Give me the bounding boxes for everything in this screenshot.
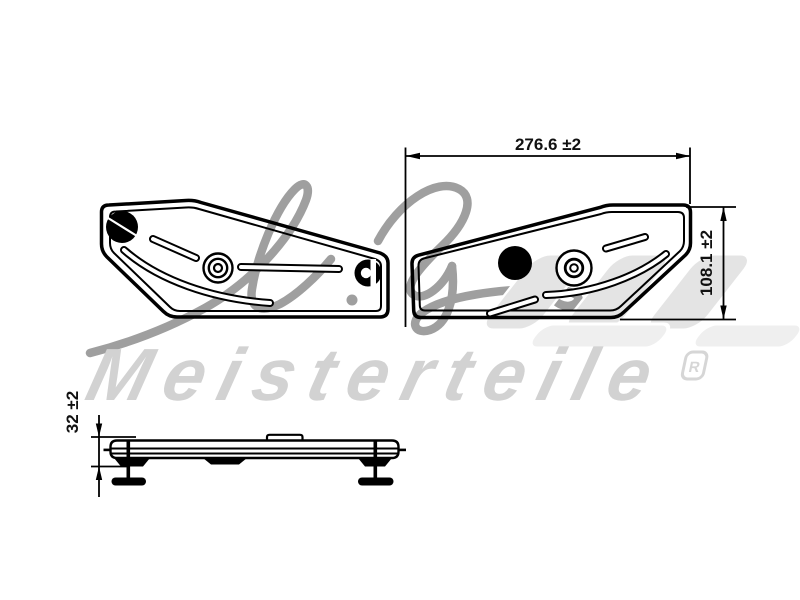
registered-mark-letter: R [687,359,701,376]
side-view-pin-right-nub [398,448,406,452]
brand-text: Meisterteile [79,333,675,416]
right-pad-short-slot-inner [488,297,537,316]
right-pad-view [410,203,693,320]
script-letter-a [85,180,336,358]
left-pad-horizontal-slot-inner [239,265,341,271]
left-pad-wear-hole-highlight [106,216,139,238]
registered-mark: R [680,350,709,381]
width-dim-label: 276.6 ±2 [515,135,581,154]
left-pad-outer-outline [99,198,390,319]
brand-watermark: Meisterteile [79,333,675,416]
side-view-bump-middle [203,458,247,465]
side-view-pin-left-foot [111,477,146,486]
height-arrow-top [720,207,727,221]
logo-bar-lower-1 [528,322,671,350]
side-view-top-tab [265,433,304,440]
script-period [346,294,358,306]
left-pad-grommet-center-hole [212,262,224,274]
dimension-width: 276.6 ±2 [404,135,691,327]
width-arrow-right [676,152,690,160]
side-view-pin-left-stem [126,441,131,479]
height-dim-label: 108.1 ±2 [697,230,716,296]
logo-bar-lower-2 [691,322,800,350]
thickness-arrow-bottom [95,466,103,480]
dimension-height: 108.1 ±2 [620,206,736,321]
side-view-bump-left [114,458,150,467]
right-pad-wear-hole [498,246,532,280]
right-pad-grommet-center-hole [569,263,579,273]
script-letter-z-tail [410,261,583,336]
right-pad-diagonal-slot-inner [604,235,647,251]
registered-mark-box [680,350,709,381]
right-pad-inner-outline [417,211,685,312]
left-pad-inner-outline [109,206,382,312]
az-script-watermark [85,180,583,358]
side-view-pin-right-stem [373,441,378,479]
left-pad-retainer-slot [370,259,376,287]
thickness-arrow-top [95,423,103,437]
left-pad-view [99,198,390,319]
left-pad-diagonal-slot-inner [151,237,198,260]
side-view-pin-left-nub [103,448,111,452]
right-pad-curved-slot-inner [544,252,668,297]
thickness-dim-label: 32 ±2 [63,391,82,433]
pad-side-view [103,433,406,486]
height-arrow-bottom [720,305,727,320]
side-view-pin-right-foot [358,477,394,486]
right-pad-outer-outline [410,203,693,320]
dimension-thickness: 32 ±2 [63,391,136,497]
width-arrow-left [406,152,420,160]
script-letter-z-top [373,181,472,301]
left-pad-retainer-center [360,267,372,279]
left-pad-curved-slot-inner [122,248,272,305]
